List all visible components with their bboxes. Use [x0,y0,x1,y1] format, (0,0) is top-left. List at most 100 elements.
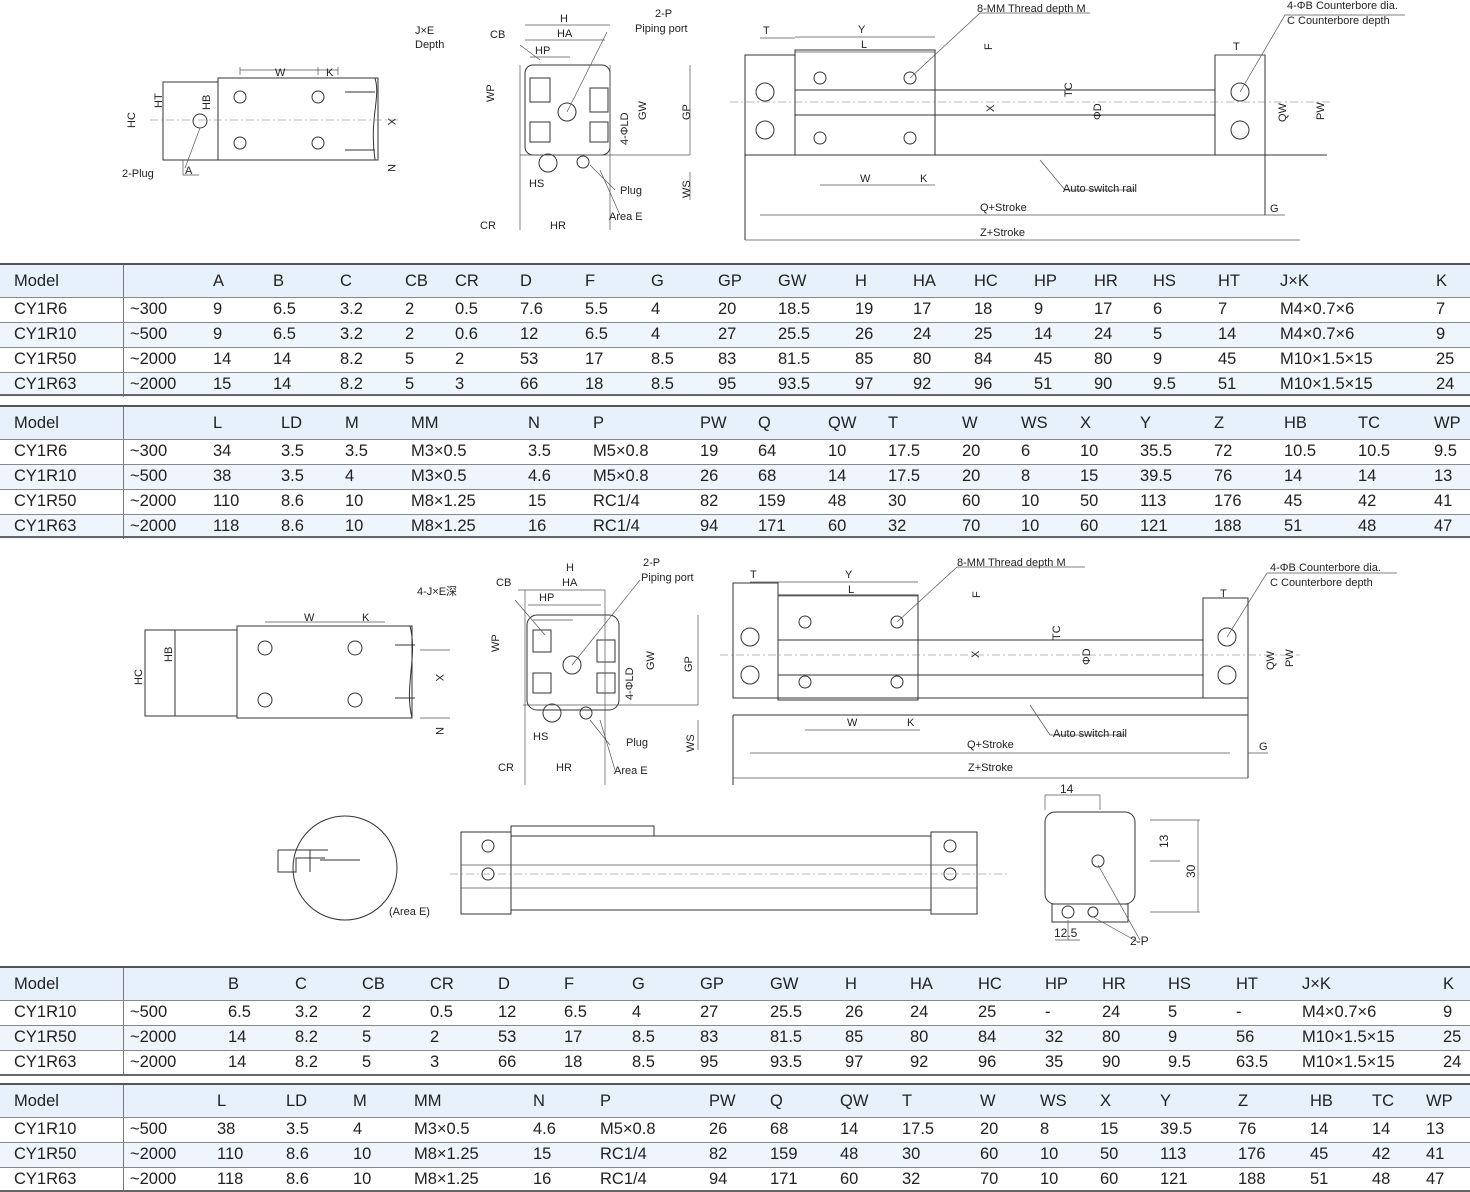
row-divider [0,489,1470,490]
column-header: WS [1040,1092,1067,1110]
row-divider [0,322,1470,323]
table-cell: 8 [1021,467,1031,485]
table-cell: 110 [213,492,240,510]
table-cell: 76 [1238,1120,1257,1138]
table-cell: 5 [362,1053,372,1071]
table-top-border [0,1083,1470,1085]
column-header: T [902,1092,913,1110]
svg-text:WS: WS [681,180,693,198]
table-cell: 66 [520,375,539,393]
table-cell: 14 [828,467,847,485]
svg-text:Auto switch rail: Auto switch rail [1053,728,1127,740]
table-cell: 48 [1358,517,1377,535]
svg-text:HB: HB [201,95,213,110]
table-cell: 176 [1214,492,1242,510]
table-top-border [0,263,1470,265]
side-view-drawing [150,67,400,176]
column-header: HR [1102,975,1126,993]
table-cell: 47 [1434,517,1453,535]
column-header: HT [1236,975,1258,993]
table-cell: 17 [585,350,604,368]
table-cell: 8.6 [281,492,304,510]
table-cell: 14 [1310,1120,1329,1138]
column-header: QW [840,1092,869,1110]
column-header: G [651,272,664,290]
table-cell: 5 [405,350,415,368]
column-header: D [520,272,532,290]
table-cell: CY1R10 [14,325,77,343]
table-cell: M5×0.8 [600,1120,656,1138]
column-header: TC [1372,1092,1394,1110]
table-cell: ~2000 [130,350,177,368]
column-header: HB [1284,414,1307,432]
table-cell: 12 [498,1003,517,1021]
table-cell: 18 [564,1053,583,1071]
column-divider [123,265,124,297]
column-header: Q [770,1092,783,1110]
svg-text:W: W [275,67,286,79]
table-cell: ~2000 [130,375,177,393]
svg-text:Z+Stroke: Z+Stroke [968,762,1013,774]
table-cell: 94 [709,1170,728,1188]
svg-text:N: N [385,164,397,172]
table-cell: 14 [228,1028,247,1046]
table-cell: 25.5 [770,1003,803,1021]
svg-text:Y: Y [858,24,866,36]
column-header: X [1080,414,1092,432]
table-cell: 90 [1094,375,1113,393]
table-cell: 42 [1358,492,1377,510]
svg-text:X: X [385,118,397,126]
svg-text:HB: HB [163,647,175,662]
table-cell: 20 [980,1120,999,1138]
row-divider [0,372,1470,373]
table-cell: 18 [974,300,993,318]
table-cell: 3.2 [340,325,363,343]
table-cell: 18.5 [778,300,811,318]
svg-text:4-ΦB Counterbore dia.: 4-ΦB Counterbore dia. [1287,0,1398,12]
table-cell: 15 [213,375,232,393]
table-cell: M4×0.7×6 [1280,325,1355,343]
table-cell: 171 [770,1170,798,1188]
table-cell: 7 [1218,300,1228,318]
table-cell: 15 [528,492,547,510]
column-header: N [533,1092,545,1110]
row-divider [0,1025,1470,1026]
table-cell: M10×1.5×15 [1302,1053,1395,1071]
table-cell: 25 [1443,1028,1462,1046]
table-cell: 14 [273,350,292,368]
table-cell: 60 [828,517,847,535]
table-cell: 118 [213,517,240,535]
table-cell: 12 [520,325,539,343]
table-cell: CY1R50 [14,492,77,510]
svg-text:A: A [185,165,193,177]
svg-text:Y: Y [845,569,853,581]
column-header: LD [286,1092,308,1110]
svg-text:C Counterbore depth: C Counterbore depth [1270,577,1373,589]
table-cell: ~500 [130,467,168,485]
table-cell: 51 [1218,375,1237,393]
table-cell: 26 [709,1120,728,1138]
svg-text:Q+Stroke: Q+Stroke [967,739,1014,751]
svg-text:2-Plug: 2-Plug [122,168,154,180]
table-cell: 10 [1021,517,1040,535]
table-cell: 80 [1094,350,1113,368]
column-header: Model [14,414,59,432]
column-header: HA [913,272,936,290]
table-cell: 3.5 [286,1120,309,1138]
svg-text:Plug: Plug [620,185,642,197]
row-divider [0,1167,1470,1168]
table-cell: 9 [1436,325,1446,343]
table-cell: 10 [353,1145,372,1163]
table-cell: 10 [353,1170,372,1188]
table-cell: 24 [910,1003,929,1021]
table-cell: ~300 [130,300,168,318]
column-header: HC [978,975,1002,993]
table-cell: 26 [855,325,874,343]
svg-text:Z+Stroke: Z+Stroke [980,227,1025,239]
table-cell: 38 [213,467,232,485]
table-cell: 72 [1214,442,1233,460]
